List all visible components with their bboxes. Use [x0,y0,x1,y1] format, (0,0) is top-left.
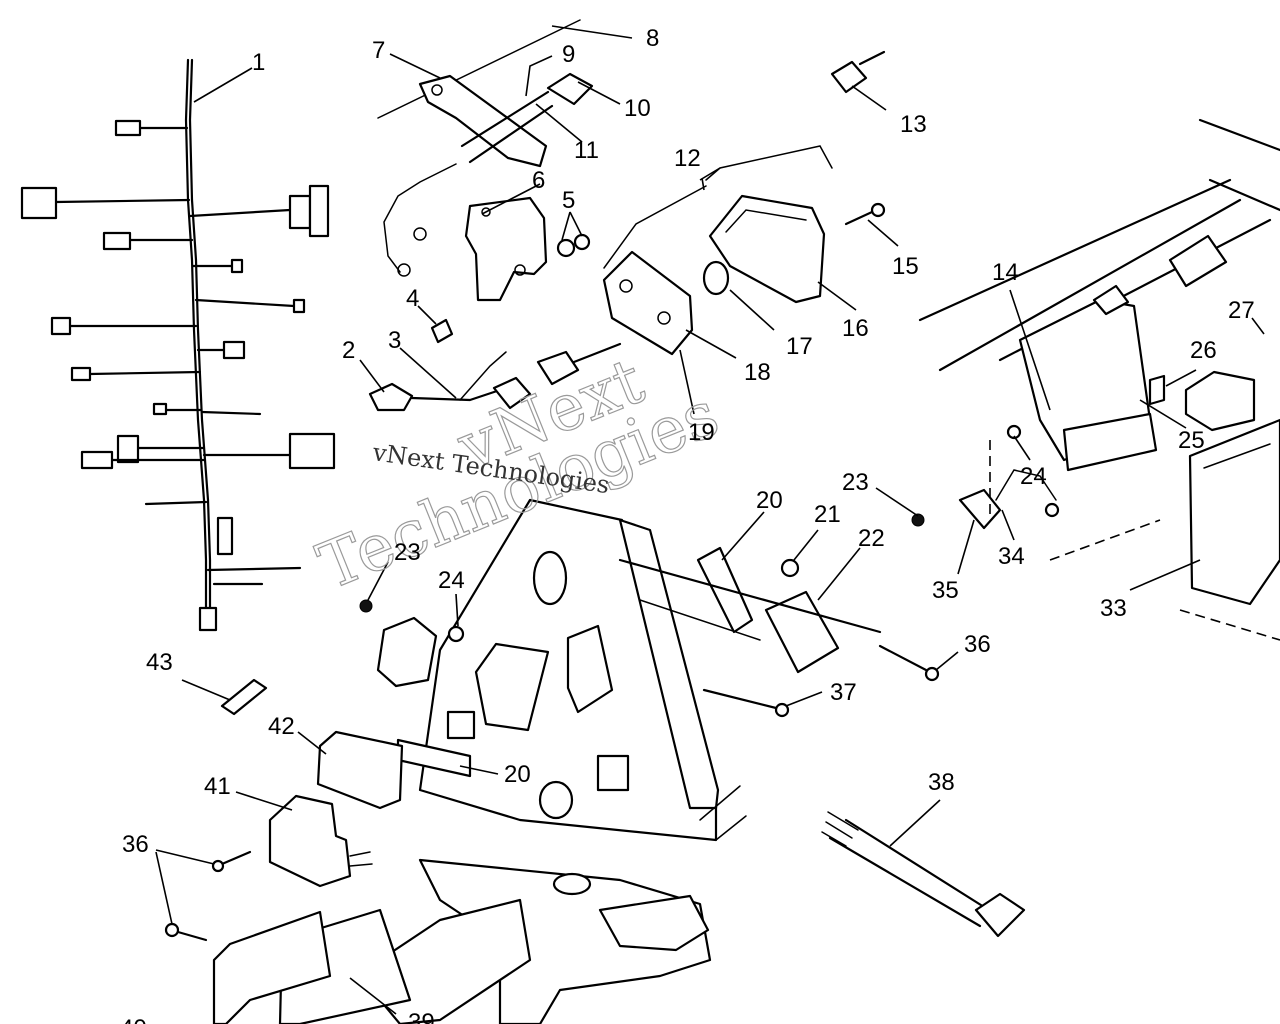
callout-19: 19 [688,419,715,446]
callout-labels: 1 2 3 4 5 6 7 8 9 10 11 12 13 14 15 16 1… [120,25,1255,1024]
cable-assembly [821,811,1026,938]
callout-4: 4 [406,285,419,312]
callout-16: 16 [842,315,869,342]
callout-25: 25 [1178,427,1205,454]
callout-34: 34 [998,543,1025,570]
frame-and-battery [911,118,1280,641]
callout-10: 10 [624,95,651,122]
callout-1: 1 [252,49,265,76]
callout-22: 22 [858,525,885,552]
callout-36-left: 36 [122,831,149,858]
callout-38: 38 [928,769,955,796]
callout-20-upper: 20 [756,487,783,514]
callout-5: 5 [562,187,575,214]
callout-11: 11 [574,137,599,164]
callout-23-right: 23 [842,469,869,496]
callout-12: 12 [674,145,701,172]
callout-35: 35 [932,577,959,604]
callout-8: 8 [646,25,659,52]
callout-27: 27 [1228,297,1255,324]
callout-36-right: 36 [964,631,991,658]
callout-15: 15 [892,253,919,280]
callout-7: 7 [372,37,385,64]
callout-43: 43 [146,649,173,676]
callout-39: 39 [408,1009,435,1024]
callout-21: 21 [814,501,841,528]
leader-lines [155,25,1265,1015]
callout-2: 2 [342,337,355,364]
mounting-panel [164,498,940,942]
callout-41: 41 [204,773,231,800]
callout-18: 18 [744,359,771,386]
callout-6: 6 [532,167,545,194]
callout-23-left: 23 [394,539,421,566]
callout-14: 14 [992,259,1019,286]
callout-26: 26 [1190,337,1217,364]
callout-20-lower: 20 [504,761,531,788]
callout-40: 40 [120,1015,147,1024]
wiring-harness [20,58,336,632]
callout-37: 37 [830,679,857,706]
callout-24-right: 24 [1020,463,1047,490]
callout-42: 42 [268,713,295,740]
callout-3: 3 [388,327,401,354]
bottom-frame [212,785,747,1024]
callout-33: 33 [1100,595,1127,622]
callout-13: 13 [900,111,927,138]
callout-24-left: 24 [438,567,465,594]
callout-17: 17 [786,333,813,360]
callout-9: 9 [562,41,575,68]
